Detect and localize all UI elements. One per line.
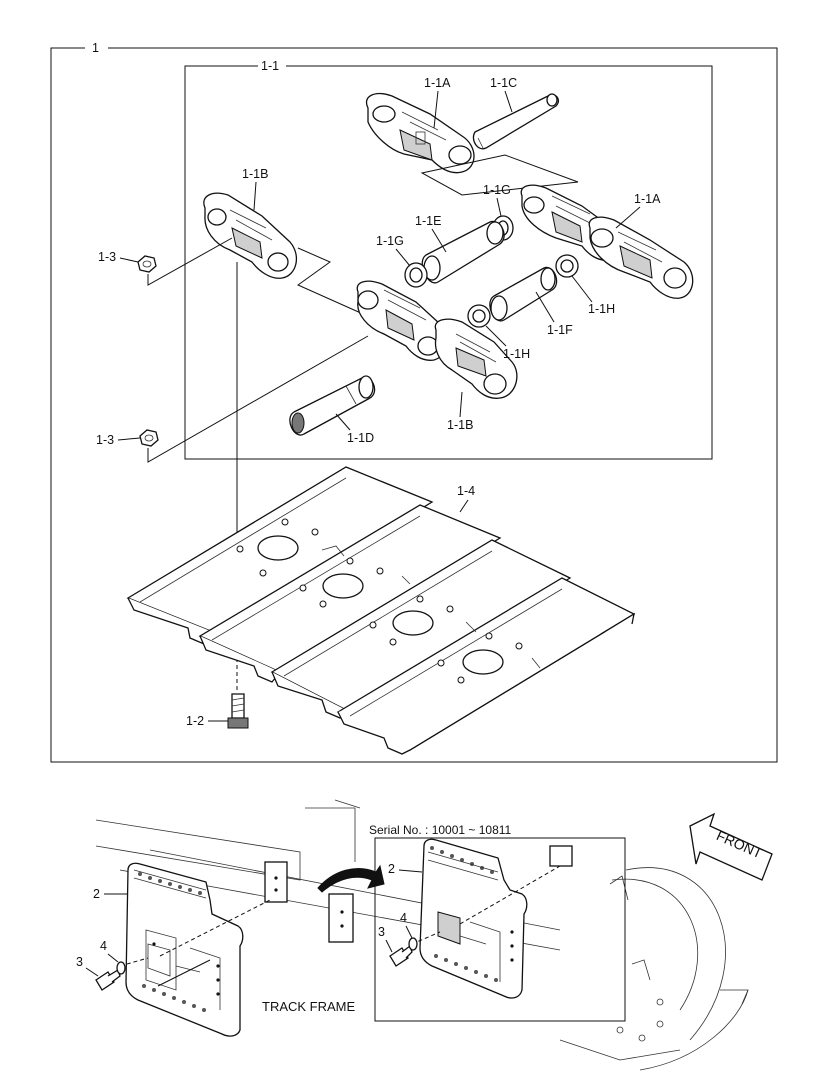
- link-assembly-frame: 1-1: [184, 59, 713, 460]
- track-frame-label: TRACK FRAME: [262, 999, 356, 1014]
- label-pin-d: 1-1D: [347, 431, 374, 445]
- track-guard-left[interactable]: [125, 862, 244, 1037]
- track-frame-illustration: [95, 799, 749, 1071]
- label-seal-h-center: 1-1H: [503, 347, 530, 361]
- bushing-e[interactable]: [421, 220, 505, 284]
- track-shoe-plates[interactable]: [126, 466, 636, 755]
- link-b-left[interactable]: [203, 192, 298, 279]
- seal-g-lower[interactable]: [404, 262, 428, 288]
- label-shoe-bolt: 1-2: [186, 714, 204, 728]
- label-link-b-bottom: 1-1B: [447, 418, 473, 432]
- label-shoe-plate: 1-4: [457, 484, 475, 498]
- label-guard-inset: 2: [388, 862, 395, 876]
- label-link-a-top: 1-1A: [424, 76, 451, 90]
- seal-h-center[interactable]: [467, 304, 491, 328]
- label-seal-h-right: 1-1H: [588, 302, 615, 316]
- label-nut-upper: 1-3: [98, 250, 116, 264]
- serial-number: Serial No. : 10001 ~ 10811: [369, 823, 512, 837]
- callout-labels: 1-1A 1-1C 1-1B 1-1G 1-1A 1-1E 1-1G 1-3 1…: [96, 76, 661, 728]
- assembly-frame: 1: [50, 41, 778, 763]
- label-guard-left: 2: [93, 887, 100, 901]
- label-seal-g-lower: 1-1G: [376, 234, 404, 248]
- transfer-arrow: [317, 864, 385, 893]
- washer-inset[interactable]: [408, 937, 418, 951]
- inset-frame-block: [549, 845, 573, 867]
- link-a-top[interactable]: [365, 93, 475, 174]
- pin-d[interactable]: [289, 375, 376, 436]
- nut-lower[interactable]: [139, 335, 369, 463]
- label-pin-c: 1-1C: [490, 76, 517, 90]
- label-bushing-f: 1-1F: [547, 323, 573, 337]
- label-bolt-left: 3: [76, 955, 83, 969]
- washer-left[interactable]: [116, 961, 126, 975]
- pin-c[interactable]: [472, 93, 560, 150]
- label-seal-g-upper: 1-1G: [483, 183, 511, 197]
- label-link-b-left: 1-1B: [242, 167, 268, 181]
- bolt-left[interactable]: [95, 969, 121, 991]
- guard-inset-dash: [411, 865, 561, 945]
- label-washer-left: 4: [100, 939, 107, 953]
- link-b-center[interactable]: [356, 280, 518, 399]
- exploded-line-left: [297, 247, 373, 319]
- guard-labels: 2 4 3 2 4 3 TRACK FRAME: [76, 862, 423, 1014]
- link-a-right[interactable]: [520, 184, 694, 299]
- assembly-label: 1: [92, 41, 99, 55]
- nut-upper[interactable]: [137, 237, 233, 286]
- bolt-inset[interactable]: [389, 944, 413, 967]
- guard-left-dash: [119, 899, 271, 967]
- track-guard-inset[interactable]: [419, 838, 528, 999]
- guard-left-leader: [157, 959, 211, 987]
- exploded-line-top: [420, 154, 579, 196]
- bushing-f[interactable]: [489, 266, 558, 322]
- label-washer-inset: 4: [400, 911, 407, 925]
- label-link-a-right: 1-1A: [634, 192, 661, 206]
- label-bolt-inset: 3: [378, 925, 385, 939]
- label-nut-lower: 1-3: [96, 433, 114, 447]
- serial-inset-frame: Serial No. : 10001 ~ 10811: [369, 823, 626, 1022]
- shoe-bolt[interactable]: [227, 693, 249, 729]
- front-arrow-icon: FRONT: [689, 812, 773, 881]
- seal-h-right[interactable]: [555, 254, 579, 278]
- link-assembly-label: 1-1: [261, 59, 279, 73]
- label-bushing-e: 1-1E: [415, 214, 441, 228]
